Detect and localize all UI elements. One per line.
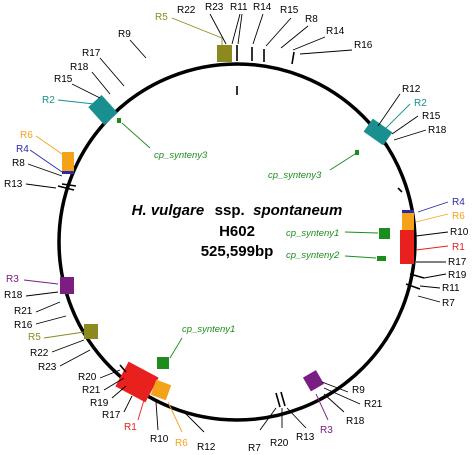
block-teal-upper-left [88,95,118,125]
label-r15-left1: R15 [54,74,73,85]
label-r15-right: R15 [422,111,441,122]
label-r1-bl: R1 [124,422,137,433]
tick-marks [57,45,425,408]
label-r22-left: R22 [30,348,49,359]
block-green-upper-right [355,150,359,155]
label-r18-right: R18 [428,125,447,136]
label-r13-left: R13 [4,179,23,190]
block-green-right-small [377,256,386,261]
label-cp-synteny1-right: cp_synteny1 [286,228,339,239]
label-r23-top: R23 [205,2,224,13]
label-r8-left: R8 [12,158,25,169]
block-olive-top [217,45,232,62]
label-r6-bl: R6 [175,438,188,449]
label-r11-right: R11 [442,283,460,294]
label-r10-bl: R10 [150,434,169,445]
label-r9-br: R9 [352,385,365,396]
label-r10-right: R10 [450,227,469,238]
block-purple-left [60,277,74,294]
label-r8-top: R8 [305,14,318,25]
block-green-upper-left [117,118,121,123]
block-teal-upper-right [363,118,393,146]
label-r2-left: R2 [42,95,55,106]
block-red-right [400,230,414,264]
label-r14-top2: R14 [326,26,345,37]
label-r17-bl: R17 [102,410,121,421]
label-r9-topleft: R9 [118,29,131,40]
label-r2-right: R2 [414,98,427,109]
label-r12-bl: R12 [197,442,216,453]
label-r5-left: R5 [28,332,41,343]
label-r16-top: R16 [354,40,373,51]
label-r14-top: R14 [253,2,272,13]
label-r23-left: R23 [38,362,57,373]
block-green-bottom [157,357,169,369]
label-r7-right: R7 [442,298,455,309]
leader-lines [23,13,449,433]
synteny-connectors [121,122,379,359]
label-r13-bot: R13 [296,432,315,443]
label-cp-synteny1-bottom: cp_synteny1 [182,324,235,335]
center-title: H. vulgare ssp. spontaneum [132,202,343,219]
label-r20-bot: R20 [270,438,289,449]
block-orange-left [62,152,74,172]
label-r18-br: R18 [346,416,365,427]
block-green-right [379,228,390,239]
center-title-italic-1: H. vulgare [132,202,205,219]
block-red-bottom-left [115,361,159,403]
label-r15-top: R15 [280,5,299,16]
center-title-italic-2: spontaneum [253,202,342,219]
block-blue-right [402,210,414,213]
block-olive-left [84,324,98,339]
block-purple-bottom-right [302,370,324,392]
block-blue-left [62,171,74,174]
label-cp-synteny3-right: cp_synteny3 [268,170,322,181]
label-r21-left: R21 [14,306,33,317]
label-r4-left: R4 [16,144,29,155]
center-title-plain: ssp. [215,202,245,219]
label-r20-bl: R20 [78,372,97,383]
center-line2: H602 [219,223,255,240]
label-r17-left1: R17 [82,48,101,59]
label-r7-bot: R7 [248,443,261,454]
label-r21-bl: R21 [82,385,101,396]
label-r17-right: R17 [448,257,467,268]
block-orange-bottom-left [150,379,172,401]
label-r16-left: R16 [14,320,33,331]
genome-circle [57,62,417,422]
label-r6-left: R6 [20,130,33,141]
label-r22-top: R22 [177,5,196,16]
label-r6-right: R6 [452,211,465,222]
label-r11-top: R11 [230,2,248,13]
label-r18-left2: R18 [4,290,23,301]
center-line3: 525,599bp [201,243,274,260]
label-r1-right: R1 [452,242,465,253]
label-r19-right: R19 [448,270,467,281]
label-r4-right: R4 [452,197,465,208]
label-cp-synteny3-upper: cp_synteny3 [154,150,208,161]
label-r21-br: R21 [364,399,383,410]
label-r5-top: R5 [155,12,168,23]
label-r12-right: R12 [402,84,421,95]
label-r18-left1: R18 [70,62,89,73]
label-r3-br: R3 [320,425,333,436]
label-r3-left: R3 [6,274,19,285]
label-cp-synteny2-right: cp_synteny2 [286,250,340,261]
block-orange-right [402,213,414,230]
label-r19-bl: R19 [90,398,109,409]
